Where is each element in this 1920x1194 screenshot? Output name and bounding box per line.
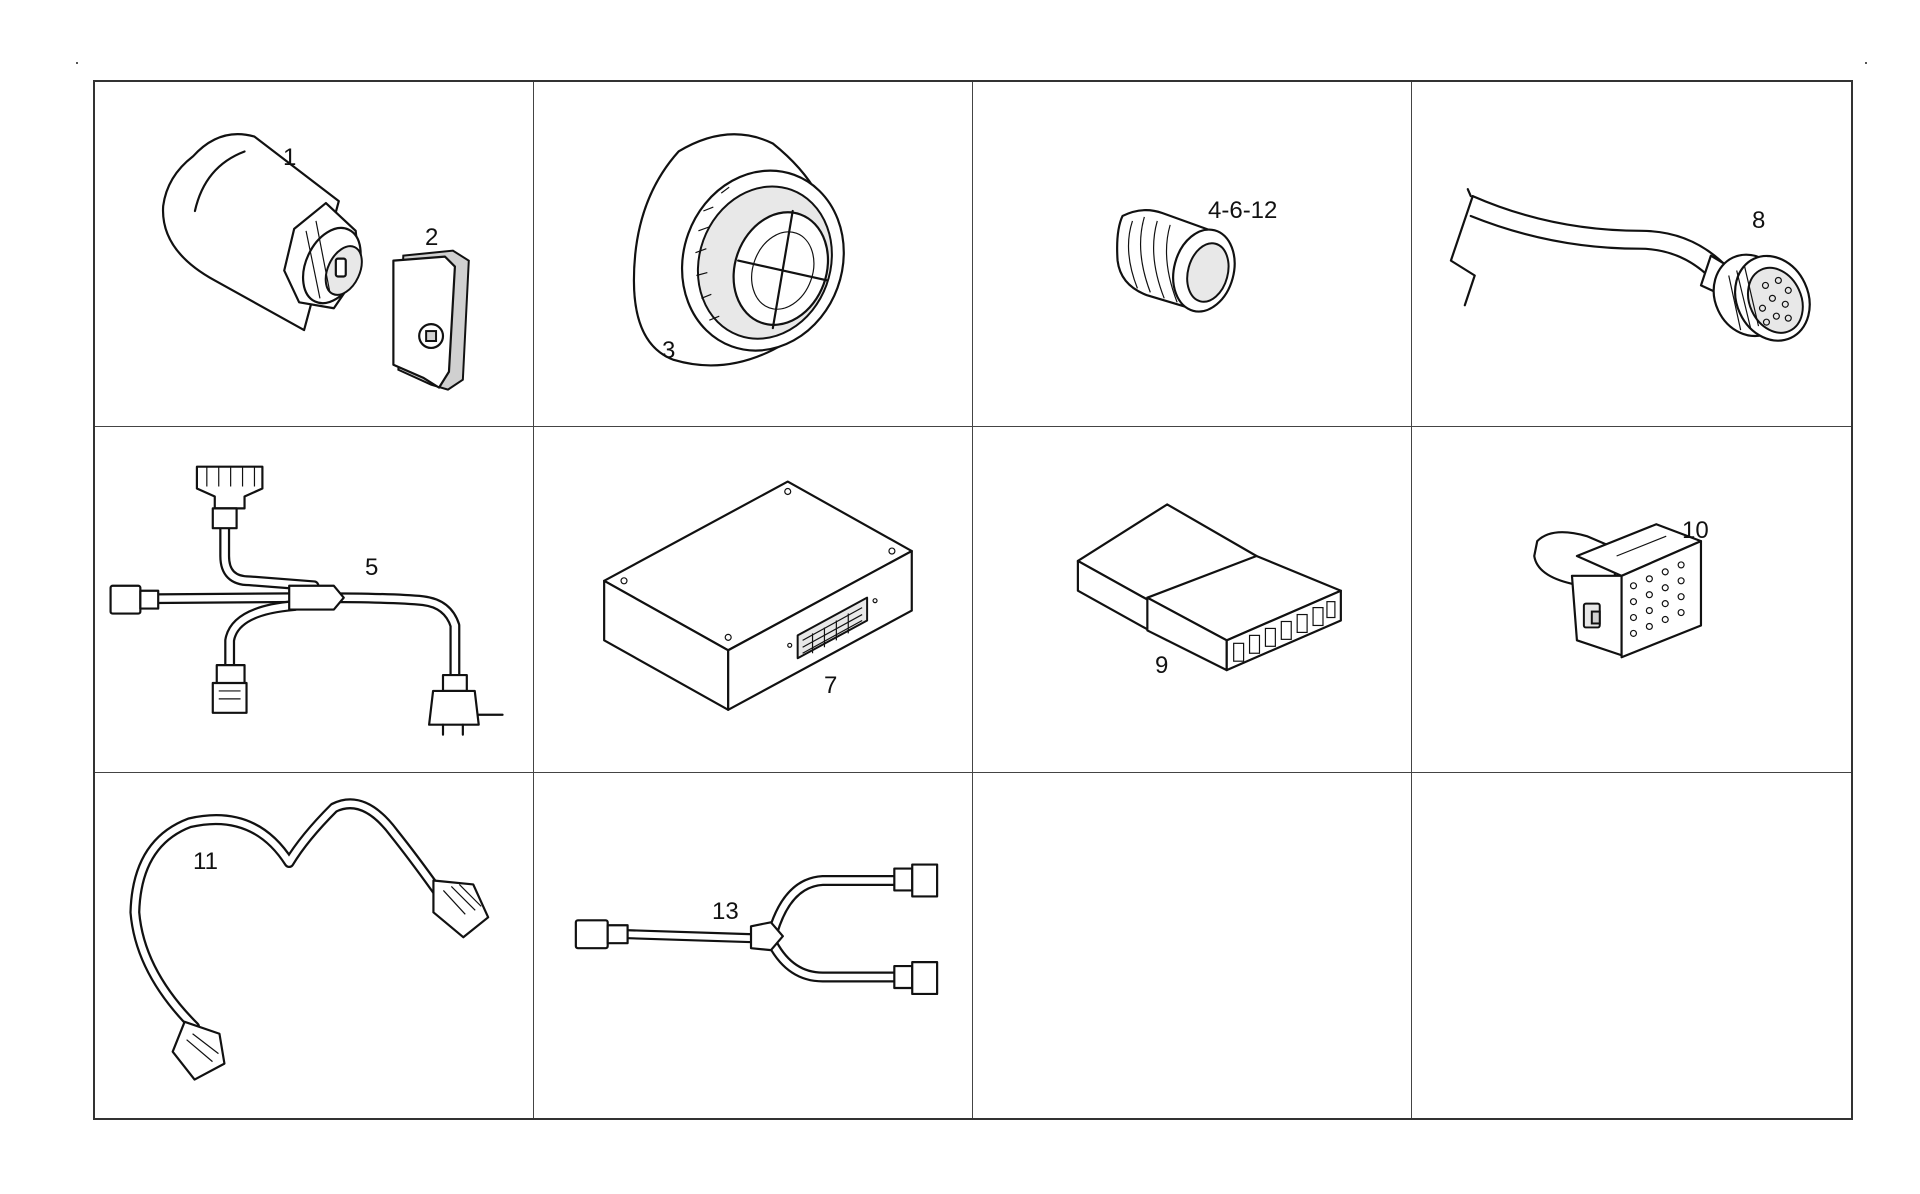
label-part-2: 2 — [425, 224, 439, 251]
cell-empty-1 — [973, 772, 1412, 1118]
cell-part-9: 9 — [973, 427, 1412, 773]
label-part-1: 1 — [283, 144, 297, 171]
parts-grid: 1 2 3 4-6-12 — [93, 80, 1853, 1120]
label-part-11: 11 — [193, 847, 218, 875]
y-splitter-cable-drawing — [574, 863, 939, 995]
wiring-harness — [109, 465, 504, 737]
label-part-5: 5 — [365, 554, 379, 582]
buzzer — [632, 133, 845, 367]
grommet-plug — [1116, 209, 1236, 313]
label-part-8: 8 — [1752, 207, 1766, 234]
cell-part-7: 7 — [534, 427, 973, 773]
cell-part-10: 10 — [1412, 427, 1851, 773]
control-unit-box-drawing — [603, 480, 913, 712]
extension-cable-drawing — [129, 798, 490, 1081]
label-part-9: 9 — [1155, 652, 1169, 680]
label-part-10: 10 — [1682, 517, 1709, 545]
cell-empty-2 — [1412, 773, 1851, 1118]
key-tag — [392, 249, 470, 391]
flat-connector-drawing — [1076, 503, 1342, 672]
buzzer-drawing — [632, 133, 845, 367]
cell-part-11: 11 — [95, 772, 534, 1118]
corner-mark-right — [1865, 62, 1867, 64]
extension-cable — [129, 798, 490, 1081]
wiring-harness-drawing — [109, 465, 504, 737]
label-part-3: 3 — [662, 337, 676, 364]
cell-part-5: 5 — [95, 427, 534, 773]
cell-part-1-2: 1 2 — [95, 82, 534, 428]
multi-pin-connector-drawing — [1533, 523, 1703, 659]
cell-part-13: 13 — [534, 772, 973, 1118]
y-splitter-cable — [574, 863, 939, 995]
round-connector-cable — [1449, 188, 1811, 342]
cell-part-8: 8 — [1412, 82, 1851, 428]
label-part-7: 7 — [824, 672, 838, 700]
control-unit-box — [603, 480, 913, 712]
flat-connector — [1076, 503, 1342, 672]
corner-mark-left — [76, 62, 78, 64]
label-part-4-6-12: 4-6-12 — [1208, 197, 1278, 224]
label-part-13: 13 — [712, 897, 739, 925]
cell-part-4-6-12: 4-6-12 — [973, 82, 1412, 428]
cell-part-3: 3 — [534, 82, 973, 428]
cylinder-sensor — [162, 133, 363, 332]
multi-pin-connector — [1533, 523, 1703, 659]
cylinder-sensor-drawing — [162, 133, 470, 391]
grommet-plug-drawing — [1116, 209, 1236, 313]
round-connector-cable-drawing — [1449, 188, 1811, 342]
